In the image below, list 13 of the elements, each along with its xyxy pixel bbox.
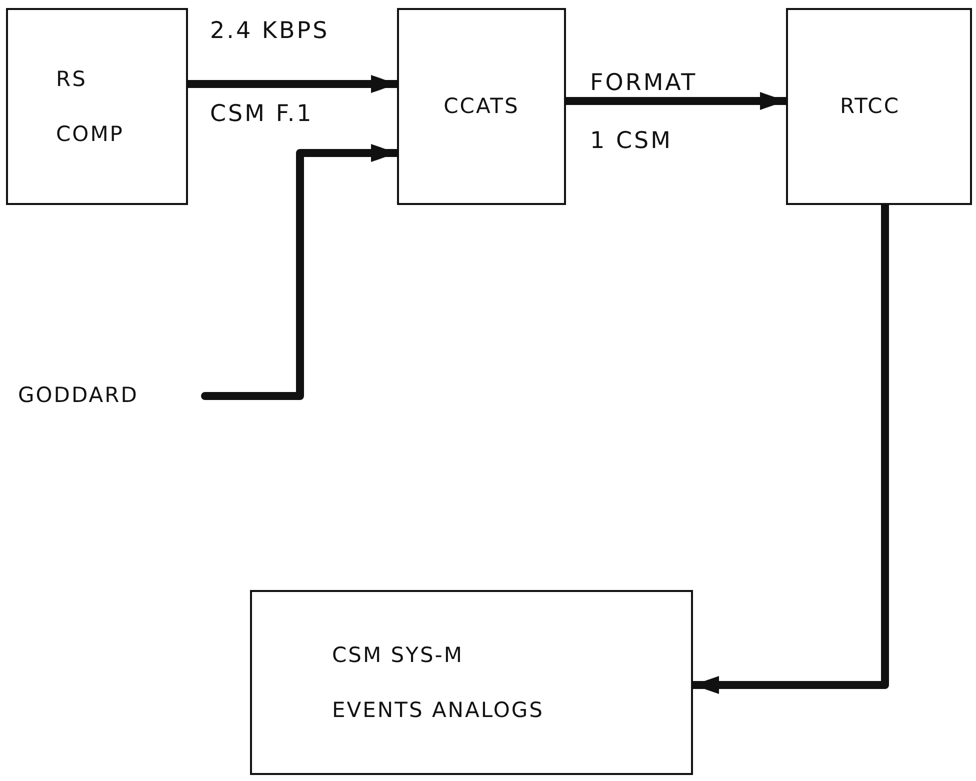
process-box	[397, 8, 566, 205]
process-box	[786, 8, 972, 205]
edge-label: 2.4 KBPS	[210, 18, 330, 44]
box-label: RS COMP	[56, 66, 125, 148]
process-box	[250, 590, 693, 775]
box-label: RTCC	[840, 94, 900, 120]
source-label: GODDARD	[18, 383, 138, 409]
box-label: CCATS	[444, 94, 520, 120]
process-box	[6, 8, 188, 205]
edge-label: FORMAT	[590, 70, 698, 96]
data-label: 1 CSM	[590, 128, 672, 154]
data-label: CSM F.1	[210, 101, 314, 127]
box-label: CSM SYS-M EVENTS ANALOGS	[332, 642, 545, 724]
